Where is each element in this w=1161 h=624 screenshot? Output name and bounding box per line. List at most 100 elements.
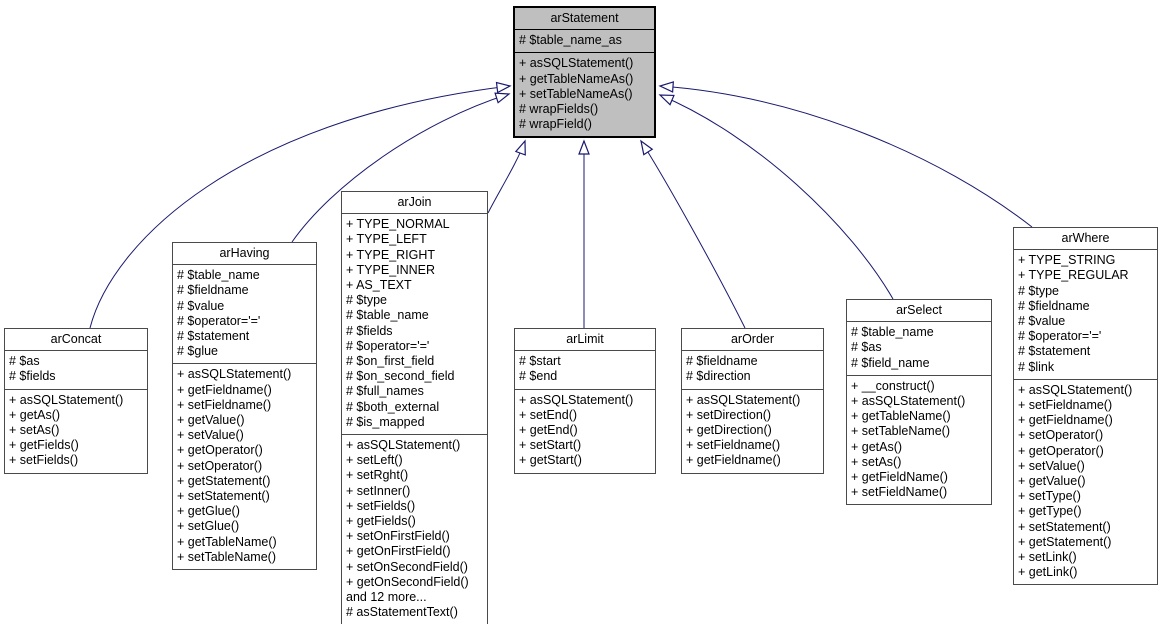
member-line: + setOnFirstField() [346,529,450,544]
member-line: # $type [346,293,388,308]
member-line: + TYPE_REGULAR [1018,268,1129,283]
member-line: + setDirection() [686,407,772,422]
class-arOrder-fields: # $fieldname# $direction [682,351,823,390]
class-arSelect-fields: # $table_name# $as# $field_name [847,322,991,376]
class-arLimit-fields: # $start# $end [515,351,655,390]
class-arHaving-fields: # $table_name# $fieldname# $value# $oper… [173,265,316,365]
class-arLimit-methods: + asSQLStatement()+ setEnd()+ getEnd()+ … [515,390,655,473]
member-line: # $direction [686,369,751,384]
member-line: + setInner() [346,483,411,498]
member-line: + setValue() [177,428,244,443]
class-arConcat-methods: + asSQLStatement()+ getAs()+ setAs()+ ge… [5,390,147,473]
member-line: + getFieldname() [1018,413,1113,428]
member-line: and 12 more... [346,590,427,605]
member-line: + setOperator() [177,458,263,473]
member-line: + getStatement() [177,473,271,488]
class-arSelect-methods: + __construct()+ asSQLStatement()+ getTa… [847,376,991,505]
member-line: + setFieldname() [177,397,272,412]
member-line: + getLink() [1018,565,1078,580]
member-line: # asStatementText() [346,605,458,620]
member-line: + setStatement() [1018,519,1111,534]
member-line: # $fields [346,323,393,338]
edge-arorder-to-arstatement [640,139,746,329]
class-arHaving[interactable]: arHaving # $table_name# $fieldname# $val… [172,242,317,571]
member-line: # $table_name [851,325,934,340]
member-line: + getFields() [346,514,416,529]
member-line: + setStart() [519,438,582,453]
member-line: + getValue() [1018,474,1086,489]
member-line: + asSQLStatement() [9,392,124,407]
class-arWhere[interactable]: arWhere + TYPE_STRING+ TYPE_REGULAR# $ty… [1013,227,1158,586]
member-line: + getGlue() [177,504,240,519]
member-line: + asSQLStatement() [519,392,634,407]
class-arStatement-methods: + asSQLStatement()+ getTableNameAs()+ se… [515,53,654,136]
class-arLimit-title: arLimit [515,329,655,352]
member-line: # $table_name_as [519,33,622,48]
member-line: + setFieldname() [686,438,781,453]
member-line: # $operator='=' [346,338,430,353]
member-line: # $value [177,298,225,313]
member-line: # $full_names [346,384,424,399]
class-arHaving-title: arHaving [173,243,316,266]
member-line: + setTableNameAs() [519,86,633,101]
member-line: # wrapFields() [519,102,599,117]
class-arOrder[interactable]: arOrder # $fieldname# $direction + asSQL… [681,328,824,474]
member-line: + setFields() [9,453,79,468]
member-line: + asSQLStatement() [346,438,461,453]
member-line: + getFields() [9,438,79,453]
member-line: + setOnSecondField() [346,559,468,574]
member-line: + setTableName() [177,549,276,564]
class-arStatement-title: arStatement [515,8,654,31]
member-line: + getTableNameAs() [519,71,634,86]
member-line: + getEnd() [519,423,578,438]
member-line: + __construct() [851,378,935,393]
member-line: # $on_second_field [346,369,455,384]
member-line: + TYPE_STRING [1018,253,1116,268]
member-line: # $type [1018,283,1060,298]
class-arWhere-methods: + asSQLStatement()+ setFieldname()+ getF… [1014,380,1157,585]
member-line: # $statement [177,329,250,344]
member-line: + TYPE_RIGHT [346,247,436,262]
member-line: + setLink() [1018,550,1077,565]
member-line: # $value [1018,314,1066,329]
member-line: + setRght() [346,468,409,483]
member-line: + setFields() [346,498,416,513]
member-line: + setOperator() [1018,428,1104,443]
member-line: + setAs() [9,423,60,438]
class-arOrder-title: arOrder [682,329,823,352]
class-arConcat[interactable]: arConcat # $as# $fields + asSQLStatement… [4,328,148,474]
member-line: # $operator='=' [177,313,261,328]
member-line: + getTableName() [851,409,951,424]
member-line: # $field_name [851,355,930,370]
member-line: + getValue() [177,413,245,428]
class-arJoin[interactable]: arJoin + TYPE_NORMAL+ TYPE_LEFT+ TYPE_RI… [341,191,488,624]
member-line: + setType() [1018,489,1081,504]
class-arSelect[interactable]: arSelect # $table_name# $as# $field_name… [846,299,992,506]
member-line: + getStart() [519,453,582,468]
class-arWhere-title: arWhere [1014,228,1157,251]
class-arSelect-title: arSelect [847,300,991,323]
member-line: # $table_name [177,268,260,283]
member-line: + setValue() [1018,458,1085,473]
member-line: + setAs() [851,454,902,469]
member-line: # $statement [1018,344,1091,359]
member-line: + asSQLStatement() [851,394,966,409]
class-arLimit[interactable]: arLimit # $start# $end + asSQLStatement(… [514,328,656,474]
member-line: + asSQLStatement() [1018,382,1133,397]
member-line: # $start [519,354,561,369]
class-arHaving-methods: + asSQLStatement()+ getFieldname()+ setF… [173,364,316,569]
member-line: + TYPE_LEFT [346,232,427,247]
member-line: + TYPE_NORMAL [346,217,450,232]
member-line: + setLeft() [346,453,403,468]
member-line: + getOperator() [1018,443,1104,458]
member-line: # $fieldname [177,283,249,298]
member-line: # $is_mapped [346,414,425,429]
class-arConcat-fields: # $as# $fields [5,351,147,390]
class-arStatement[interactable]: arStatement # $table_name_as + asSQLStat… [513,6,656,139]
member-line: # $fieldname [1018,298,1090,313]
member-line: + getAs() [851,439,903,454]
member-line: + getStatement() [1018,534,1112,549]
member-line: + setGlue() [177,519,240,534]
